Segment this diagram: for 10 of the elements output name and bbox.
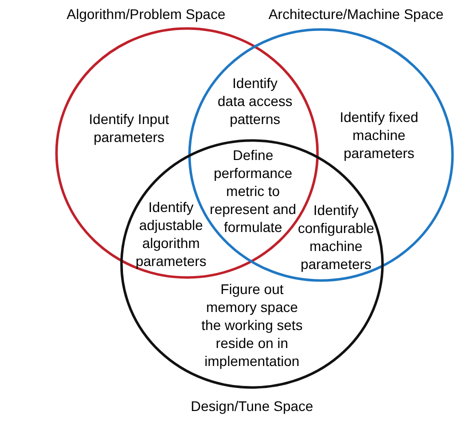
circle-title: Algorithm/Problem Space <box>66 5 226 23</box>
region-text: Identify data access patterns <box>217 74 293 128</box>
region-text: Identify configurable machine parameters <box>296 201 376 273</box>
region-text: Identify fixed machine parameters <box>338 108 420 162</box>
region-text: Identify adjustable algorithm parameters <box>134 198 208 270</box>
region-text: Identify Input parameters <box>88 110 170 146</box>
circle-title: Architecture/Machine Space <box>268 5 444 23</box>
region-text: Figure out memory space the working sets reside on in implementation <box>200 280 304 370</box>
region-text: Define performance metric to represent and formulate <box>208 146 298 236</box>
circle-title: Design/Tune Space <box>190 397 314 415</box>
